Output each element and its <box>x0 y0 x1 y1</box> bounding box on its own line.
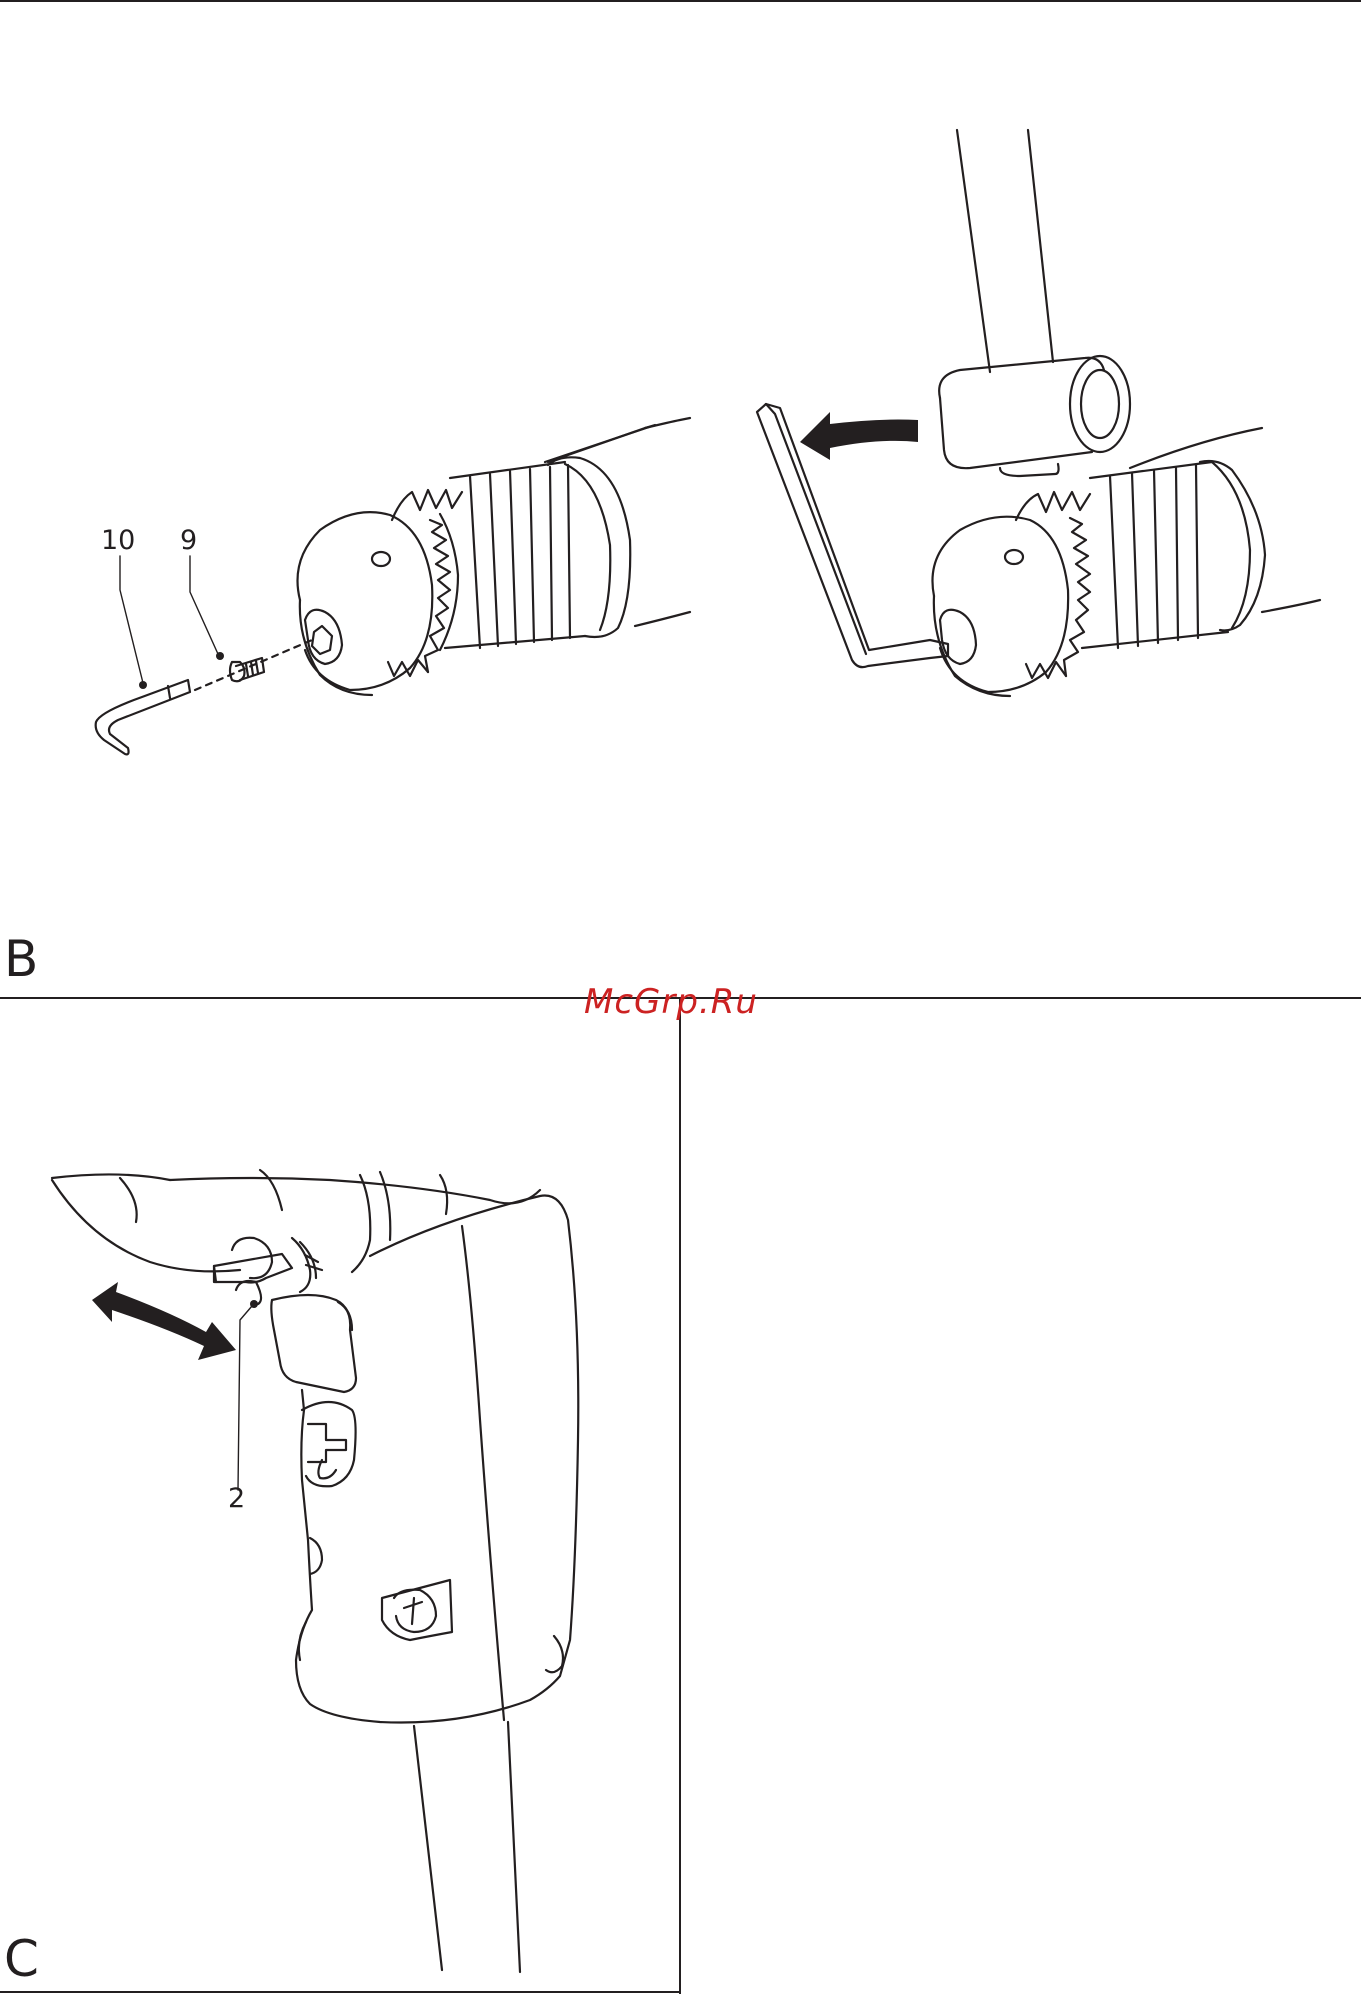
figure-b-letter: B <box>4 934 38 984</box>
callout-dot-c <box>250 1300 258 1308</box>
figure-c-drill <box>52 1170 578 1972</box>
callout-hex-key: 10 <box>101 527 135 554</box>
watermark: McGrp.Ru <box>584 982 758 1022</box>
figure-b-left-chuck <box>96 418 690 754</box>
figure-b-right-chuck <box>757 130 1320 696</box>
figure-c-letter: C <box>4 1934 39 1984</box>
callout-screw: 9 <box>180 527 197 554</box>
lever-direction-arrow-icon <box>92 1282 236 1360</box>
callout-reversing-lever: 2 <box>228 1485 245 1512</box>
callout-leaders-b <box>120 556 218 683</box>
rotation-arrow-icon <box>800 412 918 460</box>
callout-leader-c <box>238 1306 252 1490</box>
